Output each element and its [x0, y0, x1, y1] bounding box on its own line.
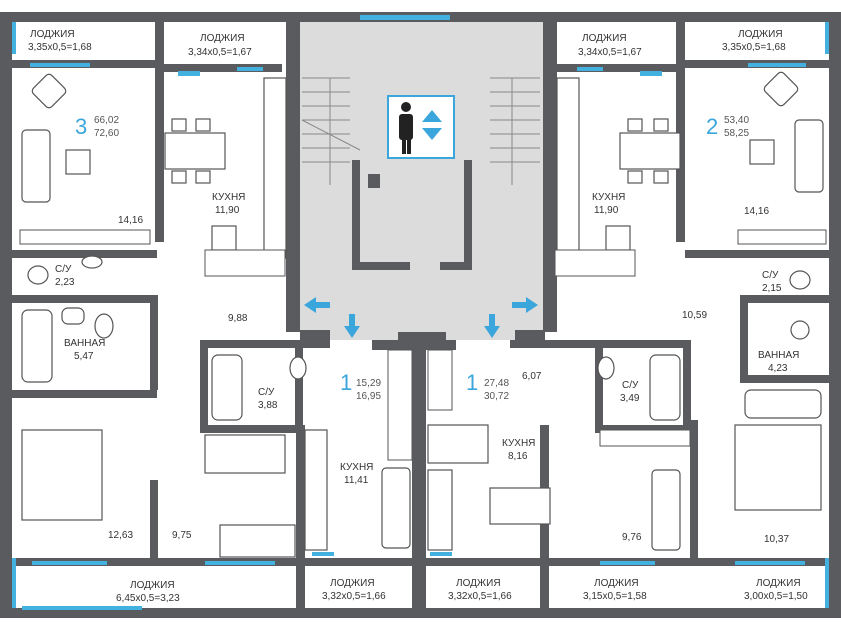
- loggia-b3-dim: 3,32x0,5=1,66: [448, 591, 512, 602]
- loggia-b3-name: ЛОДЖИЯ: [456, 578, 501, 589]
- apt1a-area-1: 15,29: [356, 378, 381, 389]
- loggia-b1-dim: 6,45x0,5=3,23: [116, 593, 180, 604]
- apt1a-area-2: 16,95: [356, 391, 381, 402]
- wc-center-1-name: С/У: [258, 387, 275, 398]
- loggia-b1-name: ЛОДЖИЯ: [130, 580, 175, 591]
- loggia-b2-name: ЛОДЖИЯ: [330, 578, 375, 589]
- bath-left-area: 5,47: [74, 351, 94, 362]
- kitchen-left-area: 11,90: [215, 205, 240, 216]
- apt2-number: 2: [706, 114, 718, 139]
- loggia-tl2-dim: 3,34x0,5=1,67: [188, 47, 252, 58]
- apt3-area-1: 66,02: [94, 115, 119, 126]
- apt2-area-1: 53,40: [724, 115, 749, 126]
- wc-center-1-area: 3,88: [258, 400, 278, 411]
- loggia-tr-dim: 3,35x0,5=1,68: [722, 42, 786, 53]
- arrow-icons: [304, 297, 538, 338]
- wc-center-2-area: 3,49: [620, 393, 640, 404]
- stairs: [301, 77, 540, 185]
- bedroom-left-area: 12,63: [108, 530, 133, 541]
- apt3-area-2: 72,60: [94, 128, 119, 139]
- loggia-b5-name: ЛОДЖИЯ: [756, 578, 801, 589]
- bath-left-name: ВАННАЯ: [64, 338, 105, 349]
- loggia-b4-dim: 3,15x0,5=1,58: [583, 591, 647, 602]
- loggia-tl2-name: ЛОДЖИЯ: [200, 33, 245, 44]
- corridor-b-area: 6,07: [522, 371, 542, 382]
- room-labels: ЛОДЖИЯ 3,35x0,5=1,68 ЛОДЖИЯ 3,34x0,5=1,6…: [28, 29, 808, 604]
- bedroom-right-area: 10,37: [764, 534, 789, 545]
- kitchen-center-1-area: 11,41: [344, 475, 369, 486]
- kitchen-right-name: КУХНЯ: [592, 192, 625, 203]
- wc-left-area: 2,23: [55, 277, 75, 288]
- elevator-icon: [387, 95, 455, 159]
- core-area: [300, 20, 543, 340]
- living-left-area: 14,16: [118, 215, 143, 226]
- loggia-tl-name: ЛОДЖИЯ: [30, 29, 75, 40]
- loggia-tr2-dim: 3,34x0,5=1,67: [578, 47, 642, 58]
- loggia-b4-name: ЛОДЖИЯ: [594, 578, 639, 589]
- loggia-b2-dim: 3,32x0,5=1,66: [322, 591, 386, 602]
- kitchen-center-1-name: КУХНЯ: [340, 462, 373, 473]
- apt1b-number: 1: [466, 370, 478, 395]
- apt1a-number: 1: [340, 370, 352, 395]
- kitchen-center-2-name: КУХНЯ: [502, 438, 535, 449]
- wc-right-name: С/У: [762, 270, 779, 281]
- arrow-down-icon-2: [484, 314, 500, 338]
- room-center-2-area: 9,76: [622, 532, 642, 543]
- bath-right-area: 4,23: [768, 363, 788, 374]
- apt3-number: 3: [75, 114, 87, 139]
- hall-left-area: 9,88: [228, 313, 248, 324]
- arrow-left-icon: [304, 297, 330, 313]
- windows: [12, 15, 829, 610]
- loggia-tr-name: ЛОДЖИЯ: [738, 29, 783, 40]
- bath-right-name: ВАННАЯ: [758, 350, 799, 361]
- loggia-b5-dim: 3,00x0,5=1,50: [744, 591, 808, 602]
- kitchen-left-name: КУХНЯ: [212, 192, 245, 203]
- wc-right-area: 2,15: [762, 283, 782, 294]
- wc-left-name: С/У: [55, 264, 72, 275]
- apt1b-area-2: 30,72: [484, 391, 509, 402]
- hall-right-area: 10,59: [682, 310, 707, 321]
- apt2-area-2: 58,25: [724, 128, 749, 139]
- wc-center-2-name: С/У: [622, 380, 639, 391]
- kitchen-right-area: 11,90: [594, 205, 619, 216]
- loggia-tl-dim: 3,35x0,5=1,68: [28, 42, 92, 53]
- room-center-1-area: 9,75: [172, 530, 192, 541]
- arrow-right-icon: [512, 297, 538, 313]
- apt1b-area-1: 27,48: [484, 378, 509, 389]
- furniture: [19, 71, 827, 558]
- loggia-tr2-name: ЛОДЖИЯ: [582, 33, 627, 44]
- kitchen-center-2-area: 8,16: [508, 451, 528, 462]
- living-right-area: 14,16: [744, 206, 769, 217]
- arrow-down-icon: [344, 314, 360, 338]
